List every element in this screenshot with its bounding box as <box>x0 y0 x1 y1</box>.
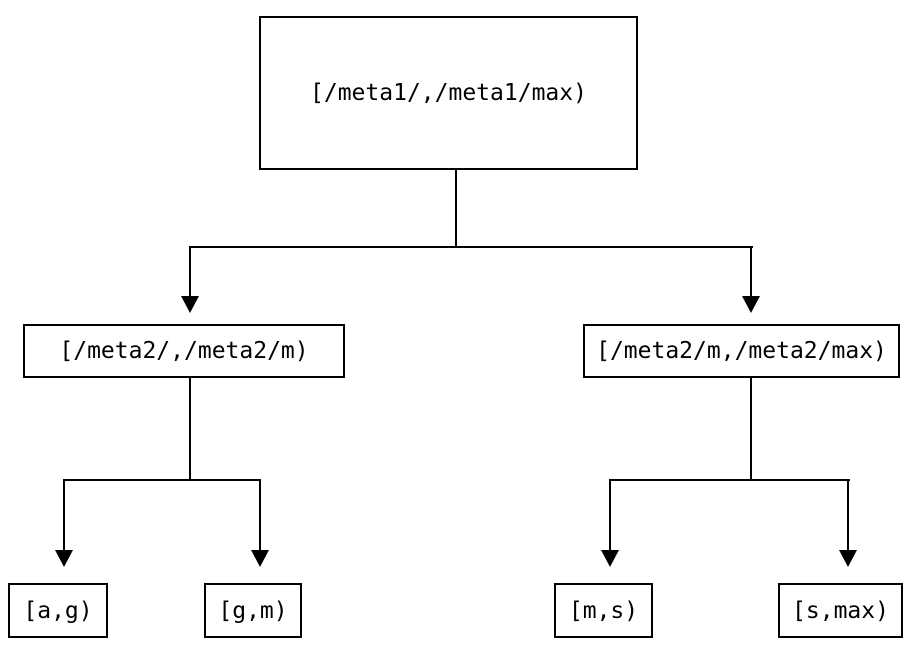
edge-meta2-low-stem <box>189 378 191 481</box>
node-label: [m,s) <box>568 597 639 624</box>
node-label: [/meta2/,/meta2/m) <box>59 338 309 364</box>
tree-node-meta2-high: [/meta2/m,/meta2/max) <box>583 324 900 378</box>
tree-node-meta2-low: [/meta2/,/meta2/m) <box>23 324 345 378</box>
edge-to-leaf-ag <box>63 479 65 551</box>
node-label: [g,m) <box>218 597 288 624</box>
edge-to-leaf-ms <box>609 479 611 551</box>
tree-node-leaf-gm: [g,m) <box>204 583 302 638</box>
arrowhead-down-icon <box>839 550 857 567</box>
tree-node-leaf-smax: [s,max) <box>778 583 903 638</box>
node-label: [/meta2/m,/meta2/max) <box>596 338 887 364</box>
edge-to-meta2-high <box>750 246 752 297</box>
tree-node-leaf-ag: [a,g) <box>8 583 108 638</box>
arrowhead-down-icon <box>55 550 73 567</box>
tree-node-root: [/meta1/,/meta1/max) <box>259 16 638 170</box>
arrowhead-down-icon <box>251 550 269 567</box>
edge-root-stem <box>455 170 457 248</box>
edge-to-meta2-low <box>189 246 191 297</box>
edge-meta2-high-stem <box>750 378 752 481</box>
arrowhead-down-icon <box>601 550 619 567</box>
node-label: [a,g) <box>23 597 93 624</box>
tree-node-leaf-ms: [m,s) <box>554 583 653 638</box>
arrowhead-down-icon <box>181 296 199 313</box>
arrowhead-down-icon <box>742 296 760 313</box>
edge-meta2-low-branch-bar <box>63 479 261 481</box>
node-label: [s,max) <box>792 597 889 624</box>
edge-to-leaf-smax <box>847 479 849 551</box>
edge-root-branch-bar <box>189 246 753 248</box>
node-label: [/meta1/,/meta1/max) <box>310 80 587 106</box>
edge-to-leaf-gm <box>259 479 261 551</box>
edge-meta2-high-branch-bar <box>609 479 850 481</box>
